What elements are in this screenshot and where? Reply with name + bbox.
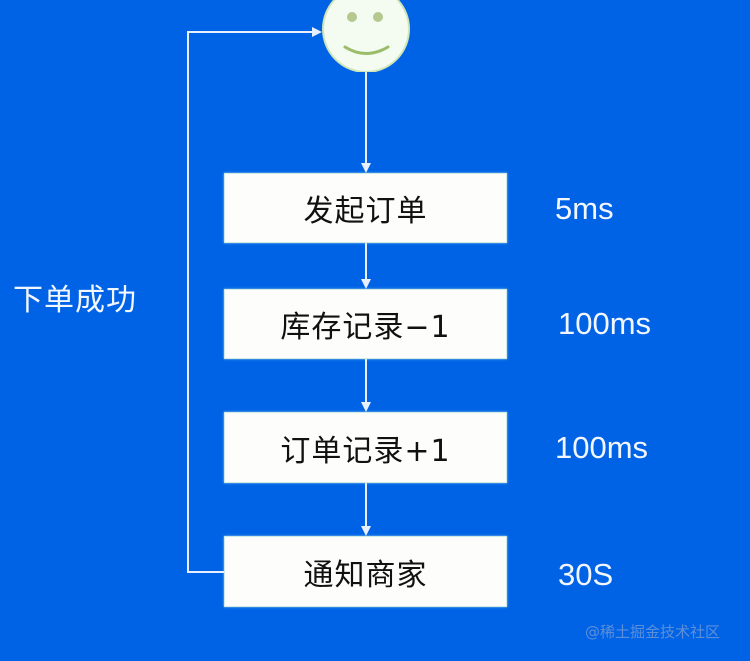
return-label: 下单成功 [13, 283, 137, 318]
arrow-return-loop [187, 27, 322, 573]
step-time-label: 5ms [555, 191, 614, 226]
smiley-face-icon [322, 0, 410, 72]
step-time-label: 30S [558, 557, 614, 592]
step-time-label: 100ms [555, 430, 649, 465]
step-time-label: 100ms [558, 306, 652, 341]
step-label: 通知商家 [303, 557, 428, 593]
step-box-notify-merchant: 通知商家 [224, 536, 507, 607]
step-box-inventory-decrement: 库存记录−1 [224, 289, 507, 359]
step-label: 订单记录+1 [280, 433, 451, 469]
watermark: @稀土掘金技术社区 [585, 623, 721, 641]
step-label: 库存记录−1 [280, 310, 451, 345]
step-label: 发起订单 [303, 194, 428, 229]
step-box-place-order: 发起订单 [224, 173, 507, 243]
step-box-order-increment: 订单记录+1 [224, 412, 507, 483]
